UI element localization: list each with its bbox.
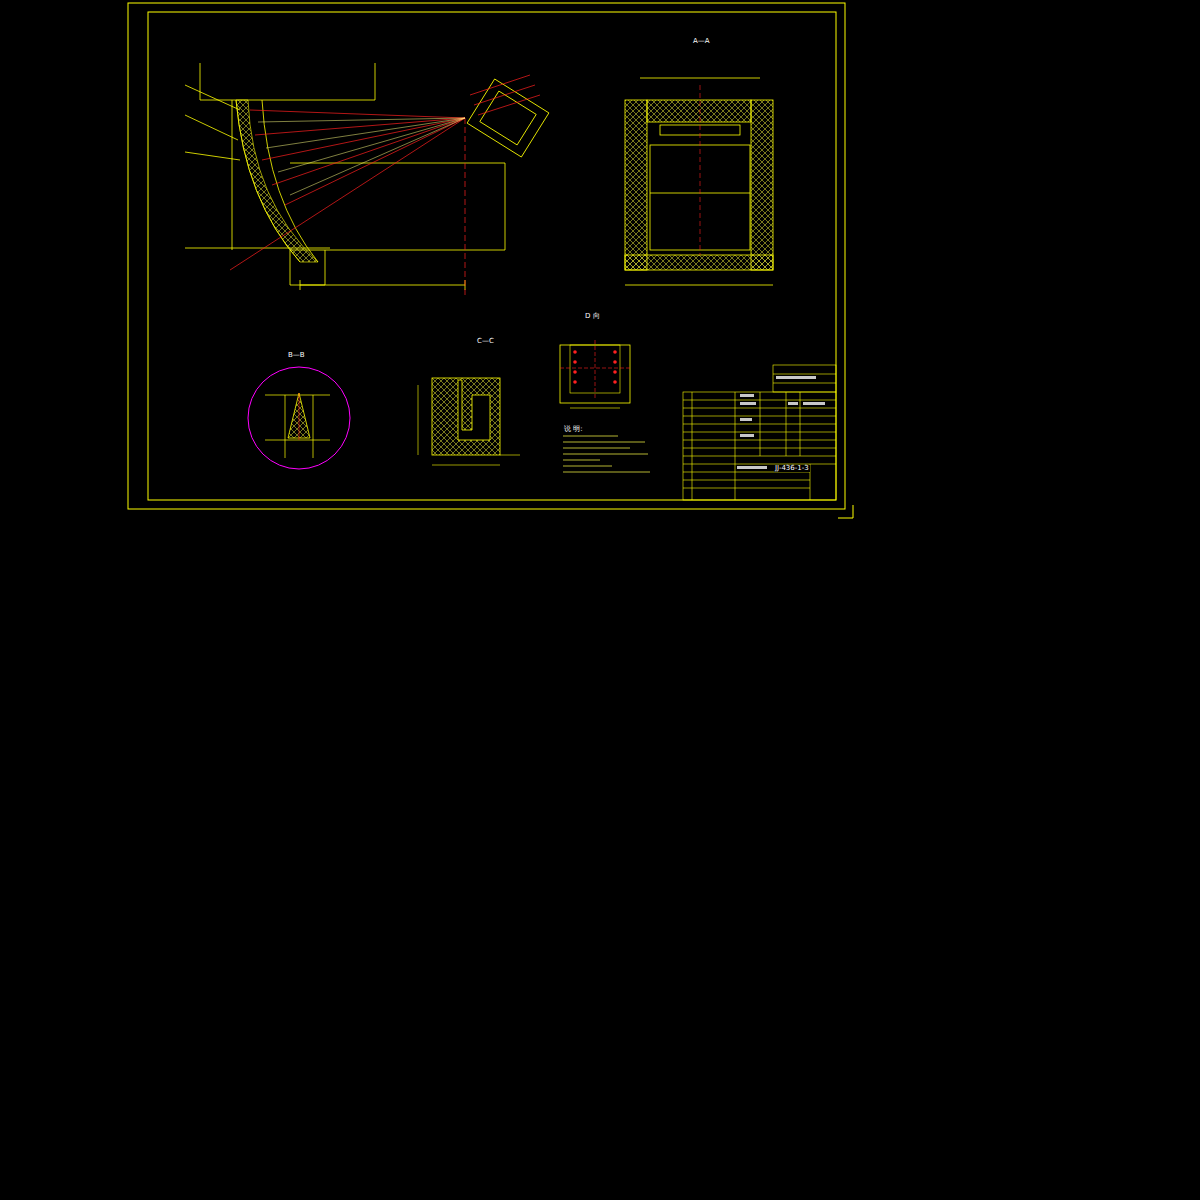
- outer-frame: [128, 3, 845, 509]
- view-label: D 向: [584, 313, 601, 320]
- view-label: B—B: [287, 352, 306, 359]
- corner-mark: [838, 505, 853, 518]
- title-block: [683, 365, 836, 500]
- fan-lines: [230, 75, 540, 298]
- title-block-text-marks: [737, 376, 825, 469]
- fan-lines-light: [258, 118, 465, 195]
- inner-frame: [148, 12, 836, 500]
- section-a: [625, 78, 773, 285]
- view-d: [560, 340, 630, 408]
- section-c: [418, 378, 520, 465]
- notes-lines: [563, 436, 650, 472]
- chute-lining: [236, 100, 318, 262]
- section-b: [248, 367, 350, 469]
- view-label: 说 明:: [563, 426, 584, 433]
- main-view: [185, 63, 549, 290]
- view-label: C—C: [476, 338, 495, 345]
- view-label: A—A: [692, 38, 711, 45]
- view-label: JJ-436-1-3: [774, 465, 810, 472]
